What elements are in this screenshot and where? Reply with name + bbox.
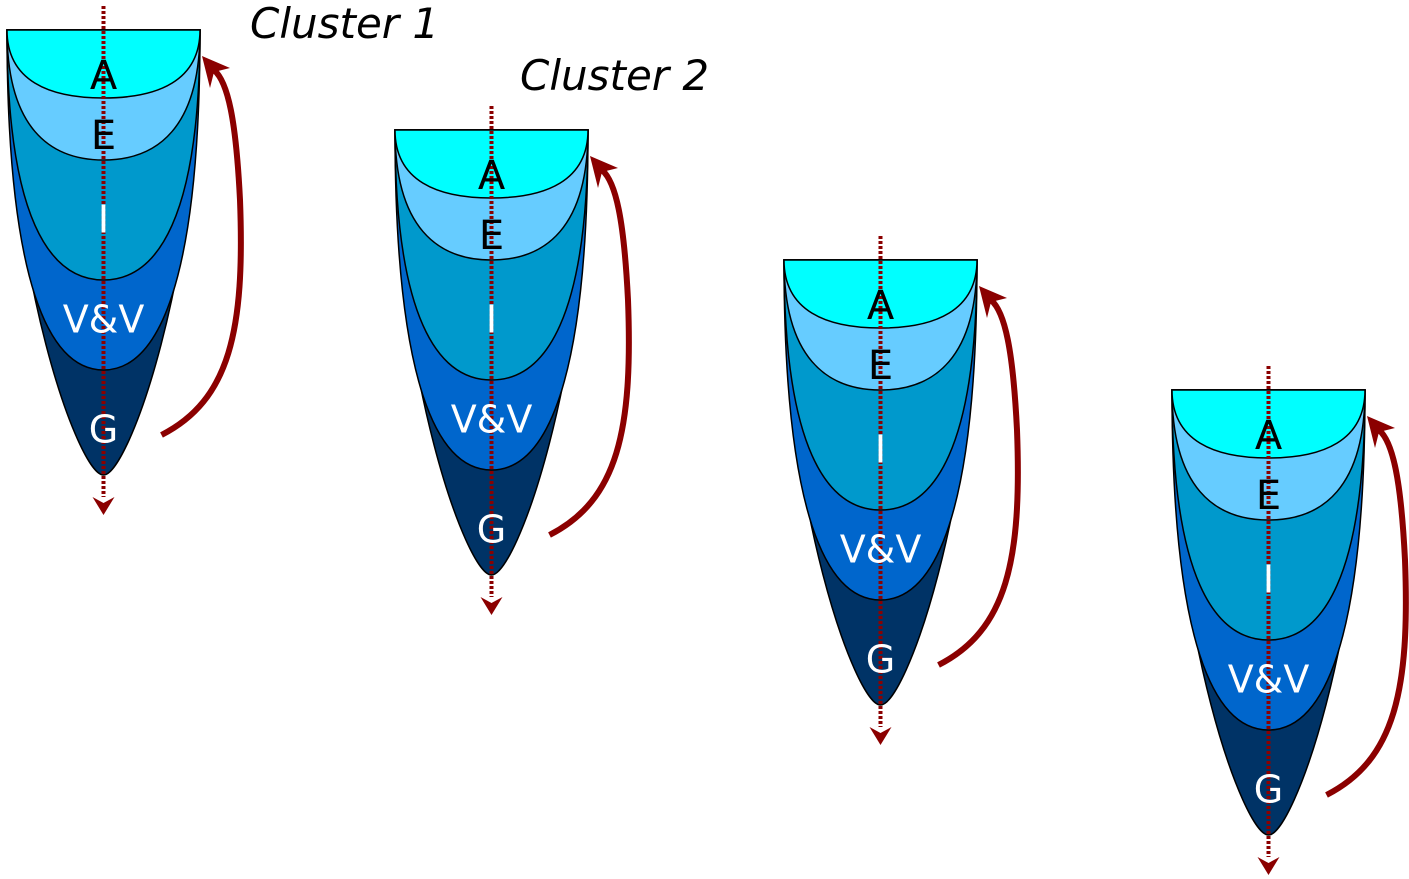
feedback-loop-arrow bbox=[160, 67, 244, 438]
feedback-loop-arrow bbox=[548, 167, 632, 538]
phase-label-i: I bbox=[98, 198, 109, 242]
feedback-loop-arrow bbox=[937, 297, 1021, 668]
cluster-3: AEI V&V G bbox=[783, 236, 1021, 745]
phase-label-a: A bbox=[90, 53, 118, 99]
phase-label-a: A bbox=[1255, 413, 1283, 459]
loop-arrowhead-icon bbox=[202, 56, 230, 88]
phase-label-i: I bbox=[486, 298, 497, 342]
down-arrow-icon bbox=[869, 727, 892, 745]
phase-label-vandv: V&V bbox=[451, 398, 533, 442]
cluster-2-label: Cluster 2 bbox=[520, 51, 709, 100]
down-arrow-icon bbox=[92, 497, 115, 515]
loop-arrowhead-icon bbox=[590, 156, 618, 188]
phase-label-vandv: V&V bbox=[840, 528, 922, 572]
phase-label-e: E bbox=[1256, 473, 1281, 519]
cluster-1: AEI V&V G bbox=[6, 6, 244, 515]
phase-label-e: E bbox=[868, 343, 893, 389]
loop-arrowhead-icon bbox=[979, 286, 1007, 318]
phase-label-e: E bbox=[91, 113, 116, 159]
phase-label-vandv: V&V bbox=[63, 298, 145, 342]
down-arrow-icon bbox=[1257, 857, 1280, 875]
down-arrow-icon bbox=[480, 597, 503, 615]
cluster-2: AEI V&V G bbox=[394, 106, 632, 615]
phase-label-g: G bbox=[477, 508, 506, 552]
phase-label-a: A bbox=[478, 153, 506, 199]
phase-label-g: G bbox=[866, 638, 895, 682]
cluster-4: AEI V&V G bbox=[1171, 366, 1409, 875]
phase-label-vandv: V&V bbox=[1228, 658, 1310, 702]
phase-label-g: G bbox=[89, 408, 118, 452]
phase-label-a: A bbox=[867, 283, 895, 329]
phase-label-i: I bbox=[875, 428, 886, 472]
phase-label-g: G bbox=[1254, 768, 1283, 812]
phase-label-e: E bbox=[479, 213, 504, 259]
loop-arrowhead-icon bbox=[1367, 416, 1395, 448]
feedback-loop-arrow bbox=[1325, 427, 1409, 798]
cluster-1-label: Cluster 1 bbox=[250, 0, 439, 48]
phase-label-i: I bbox=[1263, 558, 1274, 602]
